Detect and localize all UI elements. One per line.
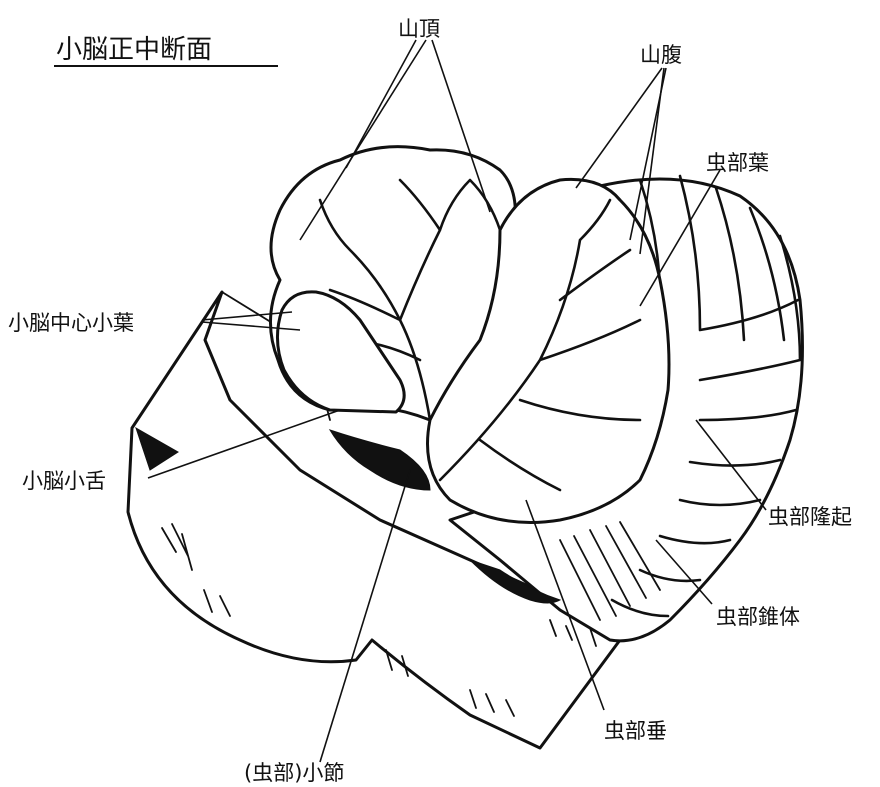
label-culmen: 山頂 bbox=[398, 17, 440, 41]
label-tuber: 虫部隆起 bbox=[768, 505, 852, 529]
label-nodulus: (虫部)小節 bbox=[244, 761, 344, 785]
label-central-lobule: 小脳中心小葉 bbox=[8, 311, 134, 335]
label-declive: 山腹 bbox=[640, 43, 682, 67]
label-lingula: 小脳小舌 bbox=[22, 469, 106, 493]
nodulus-dark-region bbox=[330, 430, 430, 490]
label-uvula: 虫部垂 bbox=[604, 719, 667, 743]
label-folium: 虫部葉 bbox=[706, 151, 769, 175]
label-pyramis: 虫部錐体 bbox=[716, 605, 800, 629]
diagram-title: 小脳正中断面 bbox=[56, 35, 212, 65]
